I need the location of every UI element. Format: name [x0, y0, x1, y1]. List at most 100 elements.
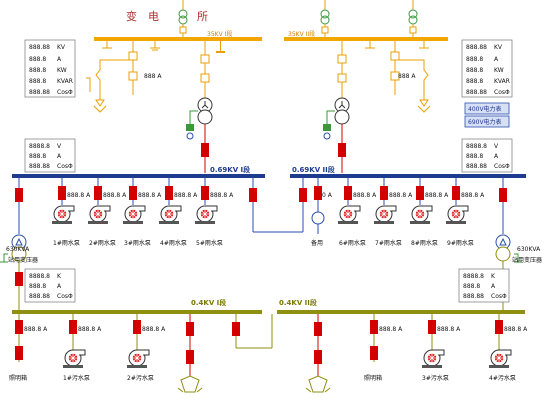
svg-text:888.88: 888.88 [29, 163, 50, 170]
pt-feeder-left[interactable] [86, 41, 138, 113]
bus-35kv-1-label: 35KV I段 [207, 30, 232, 38]
pump-label: 4#雨水泵 [160, 239, 187, 247]
capacitor-bank-right-icon[interactable] [305, 314, 331, 393]
svg-text:变: 变 [126, 9, 137, 23]
feeder-left-2[interactable]: 888.8 A3#雨水泵 [122, 178, 162, 247]
capacitor-bank-left-icon[interactable] [177, 314, 203, 393]
svg-text:888.88: 888.88 [466, 44, 487, 51]
svg-text:A: A [494, 56, 499, 63]
button-400v-meter[interactable]: 400V电力表 [464, 102, 510, 115]
low-loads-left: 888.8 A 照明箱 888.8 A1#污水泵 888.8 A2#污水泵 [9, 314, 166, 382]
svg-text:400V电力表: 400V电力表 [468, 105, 502, 113]
incoming-transformer-left-icon[interactable] [178, 0, 188, 37]
svg-text:8888.8: 8888.8 [466, 143, 487, 150]
pump-icon[interactable] [194, 205, 218, 225]
pump-icon[interactable] [445, 205, 469, 225]
transformer-right-name: 站用变压器 [512, 256, 542, 264]
bus-069kv-2 [290, 174, 526, 178]
feeder-right-1[interactable]: 888.8 A6#雨水泵 [337, 178, 377, 247]
pt-feeder-right[interactable] [365, 41, 431, 113]
bus-35kv-1 [94, 37, 262, 41]
reading-current: 888.8 A [353, 192, 377, 199]
pump-icon[interactable] [337, 205, 361, 225]
feeder-left-3[interactable]: 888.8 A4#雨水泵 [158, 178, 198, 247]
svg-text:电: 电 [148, 10, 159, 23]
svg-text:A: A [57, 56, 62, 63]
pump-icon[interactable] [373, 205, 397, 225]
feeder-left-4[interactable]: 888.8 A5#雨水泵 [194, 178, 234, 247]
pump-icon[interactable] [126, 349, 150, 369]
pump-icon[interactable] [409, 205, 433, 225]
bus-069kv-2-label: 0.69KV II段 [292, 165, 335, 174]
reading-current: 888.8 A [210, 192, 234, 199]
svg-text:888.8: 888.8 [466, 78, 483, 85]
pump-icon[interactable] [122, 205, 146, 225]
button-690v-meter[interactable]: 690V电力表 [464, 115, 510, 128]
svg-text:888.88: 888.88 [463, 293, 484, 300]
bus-tie-04kv[interactable] [232, 314, 273, 349]
pump-label: 7#雨水泵 [375, 239, 402, 247]
feeder-spare[interactable] [311, 178, 325, 234]
svg-text:CosΦ: CosΦ [494, 163, 510, 170]
svg-text:888.8: 888.8 [466, 67, 483, 74]
svg-text:所: 所 [197, 10, 208, 23]
low-feeder-left-0[interactable]: 888.8 A 照明箱 [9, 314, 48, 382]
reading-current: 888.8 A [24, 326, 48, 333]
incoming-transformer-right-icon[interactable] [408, 0, 418, 37]
low-feeder-left-2[interactable]: 888.8 A2#污水泵 [126, 314, 166, 382]
transformer-feeder-right[interactable] [323, 41, 350, 173]
low-feeder-right-2[interactable]: 888.8 A4#污水泵 [488, 314, 528, 382]
svg-text:A: A [494, 153, 499, 160]
feeder-left-0[interactable]: 888.8 A1#雨水泵 [51, 178, 91, 247]
pump-icon[interactable] [51, 205, 75, 225]
svg-text:A: A [491, 283, 496, 290]
reading-current: 888.8 A [379, 326, 403, 333]
pump-label: 2#雨水泵 [89, 239, 116, 247]
pump-icon[interactable] [62, 349, 86, 369]
incoming-transformer-mid-icon[interactable] [320, 0, 330, 37]
pump-icon[interactable] [158, 205, 182, 225]
svg-text:888.8: 888.8 [29, 56, 46, 63]
svg-text:K: K [491, 273, 496, 280]
svg-text:V: V [494, 143, 499, 150]
transformer-right-kva: 630KVA [517, 246, 541, 253]
pump-icon[interactable] [488, 349, 512, 369]
breaker-35kv-left[interactable] [216, 41, 225, 53]
pump-icon[interactable] [87, 205, 111, 225]
svg-text:CosΦ: CosΦ [494, 89, 510, 96]
feeder-right-4[interactable]: 888.8 A9#雨水泵 [445, 178, 485, 247]
low-feeder-left-1[interactable]: 888.8 A1#污水泵 [62, 314, 102, 382]
feeder-right-3[interactable]: 888.8 A8#雨水泵 [409, 178, 449, 247]
pump-icon[interactable] [421, 349, 445, 369]
bus-069kv-1 [12, 174, 265, 178]
bus-04kv-2-label: 0.4KV II段 [279, 298, 317, 307]
switch-feeder-left[interactable] [102, 41, 160, 51]
bus-04kv-1 [12, 310, 262, 314]
svg-text:CosΦ: CosΦ [57, 89, 73, 96]
svg-text:888.8: 888.8 [463, 283, 480, 290]
svg-text:888.8: 888.8 [29, 67, 46, 74]
pump-label: 8#雨水泵 [411, 239, 438, 247]
bus-tie-069kv[interactable] [249, 178, 307, 233]
bus-35kv-2 [284, 37, 448, 41]
station-transformer-left[interactable] [0, 178, 27, 311]
low-feeder-right-1[interactable]: 888.8 A3#污水泵 [421, 314, 461, 382]
svg-text:V: V [57, 143, 62, 150]
load-label: 照明箱 [9, 374, 27, 382]
svg-text:888.8: 888.8 [29, 153, 46, 160]
feeder-right-2[interactable]: 888.8 A7#雨水泵 [373, 178, 413, 247]
reading-35kv-right: 888 A [398, 73, 416, 80]
feeder-left-1[interactable]: 888.8 A2#雨水泵 [87, 178, 127, 247]
svg-text:888.88: 888.88 [466, 163, 487, 170]
transformer-left-kva: 630KVA [6, 246, 30, 253]
transformer-feeder-left[interactable] [186, 41, 213, 173]
svg-text:CosΦ: CosΦ [57, 163, 73, 170]
svg-text:KV: KV [494, 44, 503, 51]
